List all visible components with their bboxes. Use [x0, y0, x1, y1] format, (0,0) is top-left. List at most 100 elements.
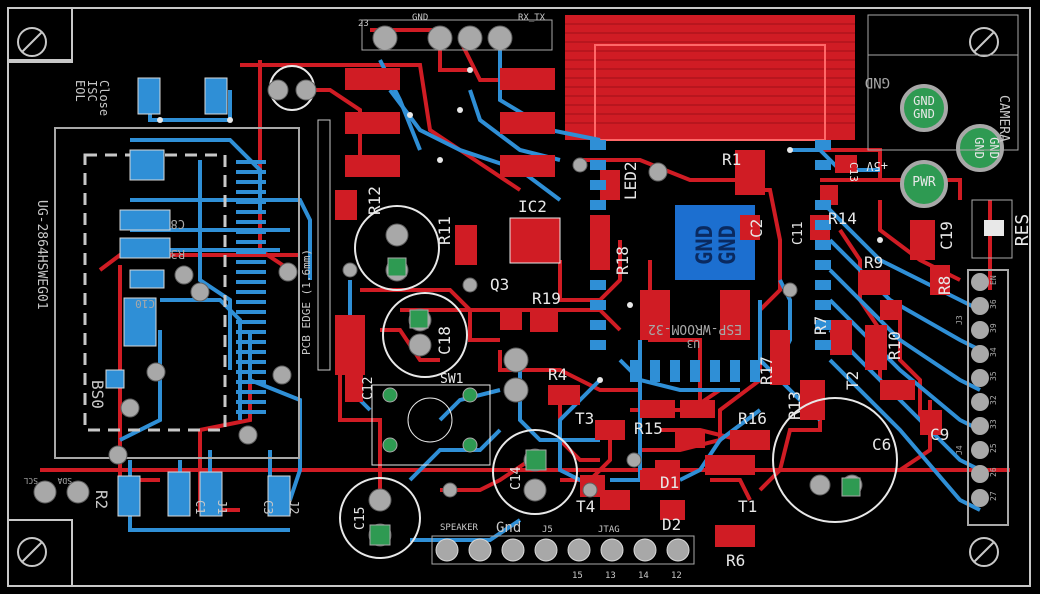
label-r16: R16: [738, 409, 767, 428]
pin15-label: 15: [572, 571, 583, 581]
c3-label: C3: [261, 500, 275, 514]
pin-label-1: 36: [989, 299, 998, 309]
right-header-pads: [971, 273, 989, 507]
sw1-outline: [371, 384, 491, 466]
label-c9: C9: [930, 425, 949, 444]
sda-label: SDA: [57, 476, 72, 485]
pin-label-2: 39: [989, 323, 998, 333]
gnd-pad-label-4: GND: [987, 137, 1001, 159]
vias: [157, 67, 883, 383]
antenna-area: [565, 15, 855, 141]
esp-pads: [590, 140, 831, 382]
label-r3: R3: [171, 247, 185, 261]
label-t3: T3: [575, 409, 594, 428]
bottom-header-labels: SPEAKER Gnd J5 JTAG 15 13 14 12: [440, 520, 682, 581]
top-smd-pads: [335, 68, 950, 547]
oled-module-label: UG-2864HSWEG01: [34, 200, 49, 310]
gnd-pad-label-3: GND: [972, 137, 986, 159]
label-t4: T4: [576, 497, 595, 516]
label-c11: C11: [791, 222, 806, 245]
gnd-big-label-1: GND: [693, 225, 718, 265]
label-c10: C10: [135, 297, 155, 310]
silk-circles: [269, 65, 898, 559]
pin-label-4: 35: [989, 371, 998, 381]
label-c18: C18: [435, 326, 454, 355]
label-r8: R8: [935, 276, 954, 295]
bs0-label: BS0: [88, 380, 107, 409]
camera-label: CAMERA: [996, 95, 1011, 142]
label-r14: R14: [828, 209, 857, 228]
sw1-pads: [382, 387, 478, 453]
pin-label-9: 27: [989, 491, 998, 501]
u3-label: U3: [687, 337, 700, 350]
pin-label-3: 34: [989, 347, 998, 357]
header-rxtx-label: RX_TX: [518, 13, 546, 23]
gnd-pad-label-2: GND: [913, 107, 935, 121]
label-r9: R9: [864, 253, 883, 272]
j1-label: J1: [215, 500, 229, 514]
pin-label-6: 33: [989, 419, 998, 429]
label-d2: D2: [662, 515, 681, 534]
label-sw1: SW1: [440, 372, 463, 387]
label-r15: R15: [634, 419, 663, 438]
label-c2: C2: [747, 219, 766, 238]
mounting-holes: [17, 27, 999, 567]
pin-label-8: 26: [989, 467, 998, 477]
label-c15: C15: [353, 507, 368, 530]
label-r19: R19: [532, 289, 561, 308]
gnd-top-right-label: GND: [865, 74, 890, 90]
gnd-bottom-label: Gnd: [496, 520, 521, 536]
power-connector-outline: [867, 14, 1019, 151]
j4-label: J4: [955, 445, 964, 455]
label-led2: LED2: [621, 161, 640, 200]
pin14-label: 14: [638, 571, 649, 581]
j3-label: J3: [955, 315, 964, 325]
c1-label: C1: [193, 500, 207, 514]
jp-eol-label: EOL: [73, 80, 87, 102]
label-r6: R6: [726, 551, 745, 570]
label-c12: C12: [361, 377, 376, 400]
bottom-smd-pads: [105, 77, 291, 517]
res-label: RES: [1012, 214, 1033, 247]
label-c14: C14: [509, 466, 524, 490]
label-t2: T2: [843, 371, 862, 390]
label-c6: C6: [872, 435, 891, 454]
pin-label-0: EN: [989, 275, 998, 285]
j2-label: J2: [287, 500, 301, 514]
res-switch-outline: [971, 199, 1013, 259]
header-gnd-label: GND: [412, 13, 428, 23]
gnd-pad-label-1: GND: [913, 94, 935, 108]
label-r7: R7: [811, 316, 830, 335]
label-c13: C13: [847, 162, 860, 182]
speaker-label: SPEAKER: [440, 523, 479, 533]
jtag-label: JTAG: [598, 525, 620, 535]
pcb-edge-guide: [317, 119, 331, 371]
component-labels: R12 R11 IC2 R18 LED2 R1 C2 C11 C13 +5V R…: [135, 150, 956, 570]
label-q3: Q3: [490, 275, 509, 294]
label-r12: R12: [365, 186, 384, 215]
label-r13: R13: [785, 391, 804, 420]
th-square-pads: [369, 257, 861, 546]
j5-label: J5: [542, 525, 553, 535]
board-edge: [7, 7, 1031, 587]
scl-label: SCL: [23, 476, 38, 485]
label-r4: R4: [548, 365, 567, 384]
label-r17: R17: [757, 356, 776, 385]
esp-wroom-label: ESP-WROOM-32: [648, 321, 742, 336]
pin-label-7: 25: [989, 443, 998, 453]
bottom-header-pads: [435, 538, 690, 562]
pwr-label: PWR: [912, 175, 936, 190]
r2-label: R2: [92, 490, 111, 509]
right-header-labels: EN 36 39 34 35 32 33 25 26 27 J4 J3: [955, 275, 998, 501]
label-r10: R10: [885, 331, 904, 360]
header-23-label: 23: [358, 19, 369, 29]
res-switch-pad: [984, 220, 1004, 236]
label-ic2: IC2: [518, 197, 547, 216]
jp-isc-label: ISC: [85, 80, 99, 102]
pin12-label: 12: [671, 571, 682, 581]
label-r11: R11: [435, 216, 454, 245]
pin13-label: 13: [605, 571, 616, 581]
green-power-pads: [900, 84, 1004, 208]
right-header-outline: [967, 269, 1009, 526]
